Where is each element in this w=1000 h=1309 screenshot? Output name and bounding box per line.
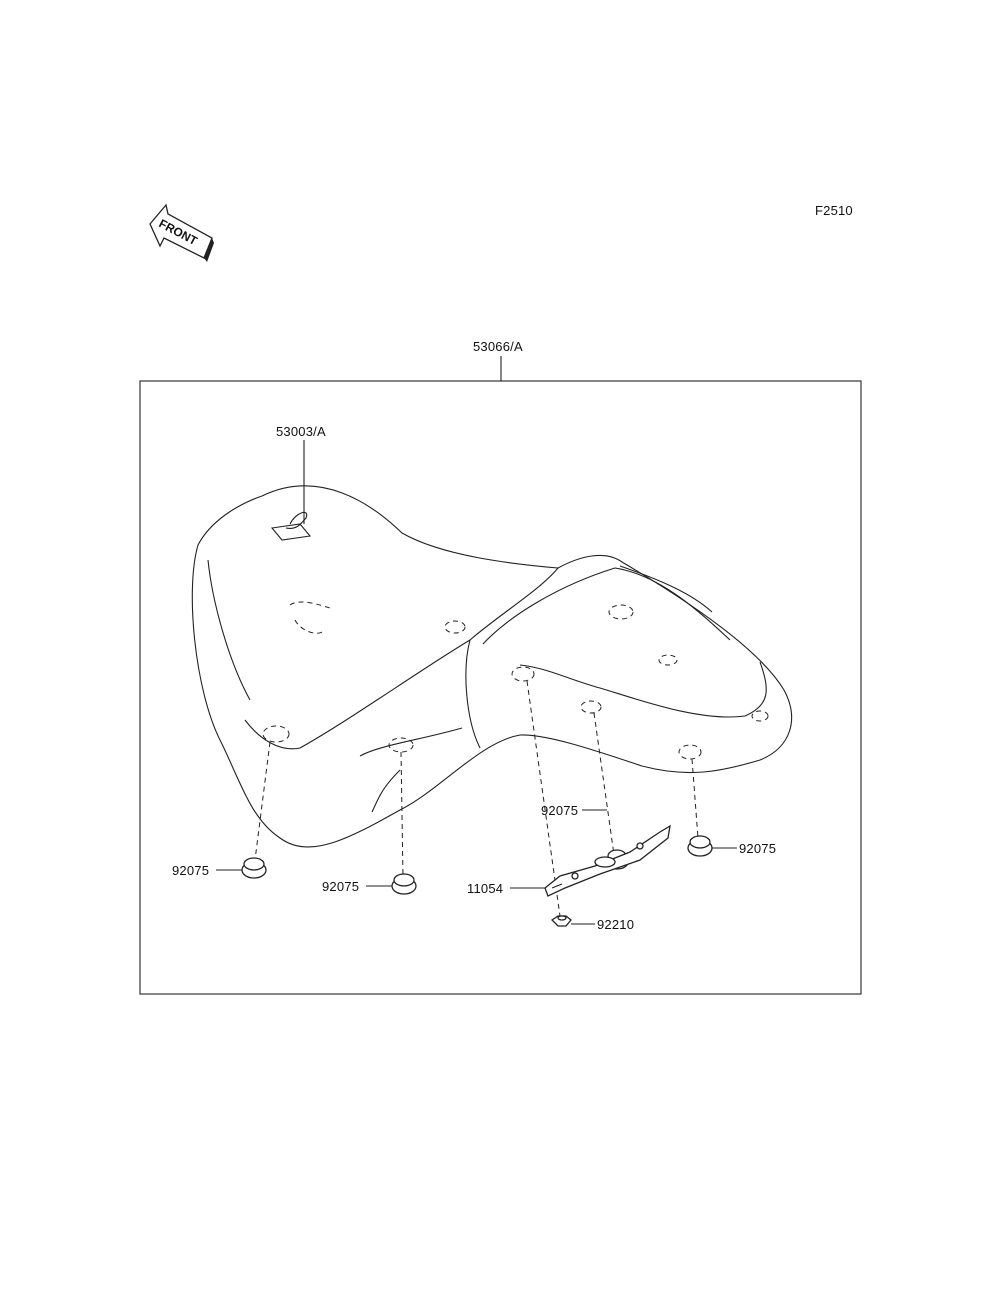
damper-front-mid [391, 873, 417, 895]
callout-damper-front-left: 92075 [172, 863, 210, 878]
nut-part [550, 915, 572, 927]
figure-code: F2510 [815, 203, 853, 218]
install-line-nut [526, 680, 561, 917]
damper-rear-right [687, 835, 713, 857]
install-line-left [254, 741, 271, 861]
callout-bracket: 11054 [467, 881, 504, 896]
seat-body [191, 485, 793, 848]
callout-nut: 92210 [597, 917, 635, 932]
callout-cover: 53003/A [276, 424, 326, 439]
callout-assembly: 53066/A [473, 339, 523, 354]
callout-damper-rear-right: 92075 [739, 841, 777, 856]
install-line-rear-mid [593, 712, 616, 863]
callout-damper-front-mid: 92075 [322, 879, 360, 894]
callout-damper-rear-mid: 92075 [541, 803, 579, 818]
bracket-part [544, 824, 671, 897]
front-arrow-icon: FRONT [149, 203, 214, 262]
damper-front-left [241, 857, 267, 879]
install-line-mid [400, 751, 404, 879]
assembly-frame [139, 380, 862, 995]
install-line-rear-right [691, 758, 699, 839]
